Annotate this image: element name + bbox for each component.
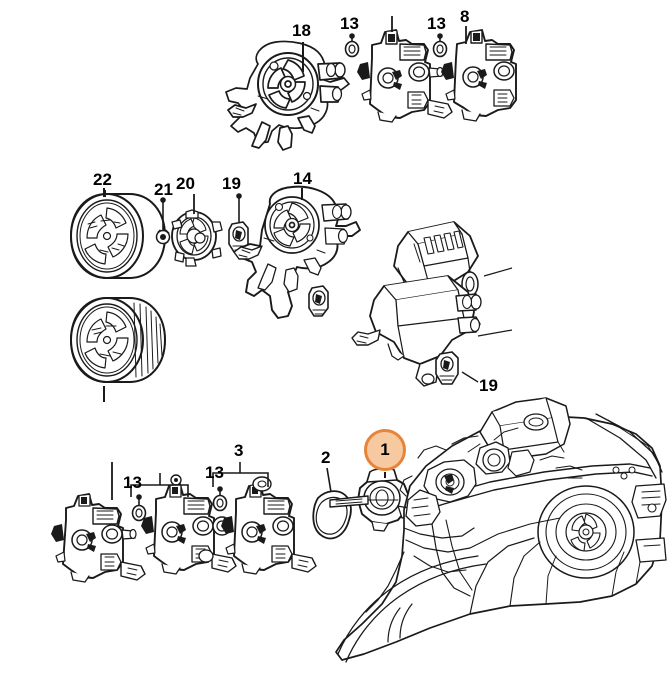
part-21-nut [155, 229, 171, 245]
callout-label-13-bottom-left: 13 [123, 473, 142, 492]
part-22-air-filter-lower [70, 297, 166, 383]
callout-label-2: 2 [321, 448, 331, 467]
part-air-box-chamber [351, 275, 482, 387]
chainsaw-body [335, 397, 667, 663]
part-air-filter-cover [393, 221, 479, 297]
part-18-intake-manifold [225, 40, 350, 151]
part-13-o-ring-bottom-left [131, 504, 147, 522]
callout-label-13-top-right: 13 [427, 14, 446, 33]
part-carburetor-bottom-middle [141, 474, 237, 575]
leader-lines [103, 16, 513, 506]
part-3-carburetor-assembly [221, 476, 317, 575]
callout-label-20: 20 [176, 174, 195, 193]
part-13-o-ring-top-right [432, 40, 448, 58]
callout-label-3: 3 [234, 441, 244, 460]
callout-label-14: 14 [293, 169, 312, 188]
callout-label-19-middle: 19 [222, 174, 241, 193]
callout-label-22: 22 [93, 170, 112, 189]
part-14-carburetor-housing [233, 185, 361, 319]
callout-label-19-lower: 19 [479, 376, 498, 395]
part-19-clamp-bracket-lower [435, 351, 459, 385]
part-carburetor-top-middle [357, 29, 453, 123]
part-8-carburetor [441, 29, 517, 122]
callout-label-21: 21 [154, 180, 173, 199]
part-19-clamp-bracket-under-14 [308, 285, 329, 317]
callout-label-8: 8 [460, 7, 470, 26]
callout-label-13-top-left: 13 [340, 14, 359, 33]
part-13-o-ring-bottom-right [212, 494, 228, 512]
highlighted-callout-1[interactable]: 1 [364, 429, 406, 471]
highlighted-callout-1-label: 1 [380, 440, 390, 459]
part-22-air-filter-upper [70, 193, 166, 279]
callout-label-18: 18 [292, 21, 311, 40]
part-13-o-ring-top-left [344, 40, 360, 58]
part-carburetor-bottom-left [51, 493, 146, 583]
part-20-filter-support [171, 209, 223, 267]
callout-label-13-bottom-right: 13 [205, 463, 224, 482]
